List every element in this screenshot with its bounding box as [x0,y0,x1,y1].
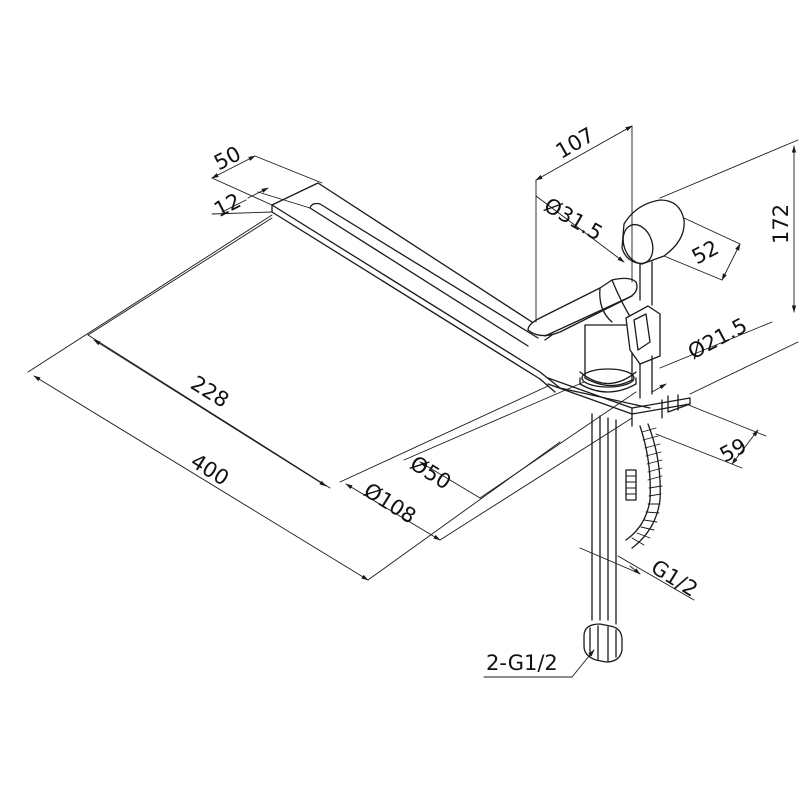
dim-400: 400 [27,214,561,581]
dim-107-label: 107 [552,123,599,164]
base-plate [547,377,691,427]
dim-2-g-1-2: 2-G1/2 [483,649,595,678]
dim-172: 172 [659,139,799,395]
dim-dia-31-5-label: Ø31.5 [540,193,607,245]
dim-400-label: 400 [186,449,233,491]
dim-g-1-2: G1/2 [579,547,702,602]
dim-228: 228 [87,217,331,489]
dim-12-label: 12 [210,189,245,223]
dim-dia-21-5: Ø21.5 [651,313,773,393]
dim-dia-108: Ø108 [339,385,633,541]
spout-body [271,182,651,409]
dim-59: 59 [655,403,767,469]
mixer-body [527,277,638,393]
dim-52-label: 52 [688,235,723,269]
dim-12: 12 [210,187,311,223]
dim-172-label: 172 [769,204,793,244]
dim-dia-21-5-label: Ø21.5 [684,313,751,364]
dim-dia-50-label: Ø50 [406,451,455,494]
dim-dia-108-label: Ø108 [360,478,421,528]
dim-2-g-1-2-label: 2-G1/2 [486,651,558,675]
dim-50-label: 50 [210,142,245,176]
dim-59-label: 59 [716,433,751,467]
dim-g-1-2-label: G1/2 [647,555,702,602]
hand-shower [621,199,685,399]
dim-dia-31-5: Ø31.5 [535,193,625,263]
supply-pipes [583,413,623,663]
dim-228-label: 228 [186,371,233,413]
shower-hose [625,423,663,549]
